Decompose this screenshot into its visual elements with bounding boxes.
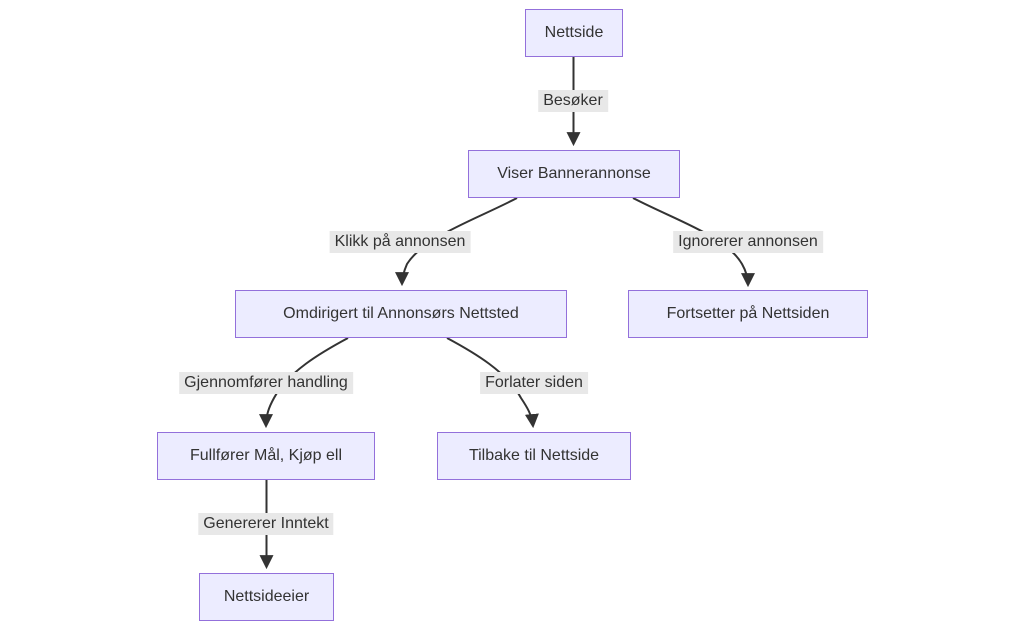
node-viser-bannerannonse: Viser Bannerannonse xyxy=(468,150,680,198)
edge-omdirigert-to-fullfoerer xyxy=(259,337,349,429)
edge-label-forlater-siden: Forlater siden xyxy=(480,372,588,394)
node-omdirigert-til-annonsors-nettsted: Omdirigert til Annonsørs Nettsted xyxy=(235,290,567,338)
edge-label-gjennomforer-handling: Gjennomfører handling xyxy=(179,372,353,394)
node-fullfoerer-mal-kjop-ell: Fullfører Mål, Kjøp ell xyxy=(157,432,375,480)
edge-omdirigert-to-tilbake xyxy=(446,337,539,429)
edge-label-genererer-inntekt: Genererer Inntekt xyxy=(198,513,334,535)
node-nettside: Nettside xyxy=(525,9,623,57)
edge-viser-to-omdirigert xyxy=(395,197,518,287)
edge-viser-to-fortsetter xyxy=(632,197,755,288)
edge-label-klikk-pa-annonsen: Klikk på annonsen xyxy=(329,231,471,253)
edge-label-ignorerer-annonsen: Ignorerer annonsen xyxy=(673,231,823,253)
node-nettsideeier: Nettsideeier xyxy=(199,573,334,621)
node-tilbake-til-nettside: Tilbake til Nettside xyxy=(437,432,631,480)
node-fortsetter-pa-nettsiden: Fortsetter på Nettsiden xyxy=(628,290,868,338)
edge-label-besoker: Besøker xyxy=(538,90,608,112)
